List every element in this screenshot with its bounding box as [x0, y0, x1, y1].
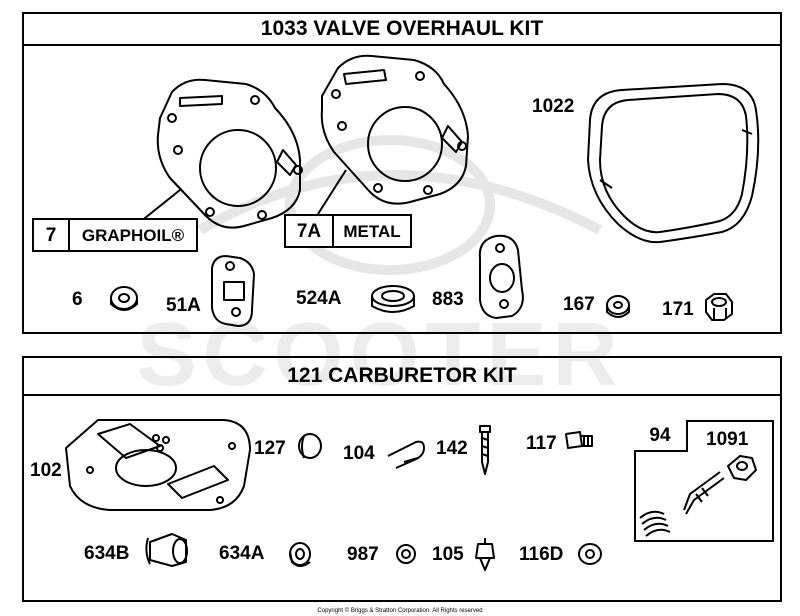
- mixture-screw-1091-drawing: [639, 455, 757, 537]
- valve-cover-gasket-drawing: [587, 83, 760, 244]
- washer-987-drawing: [396, 544, 416, 564]
- part-label-117: 117: [526, 433, 557, 454]
- head-gasket-graphoil-drawing: [156, 78, 303, 229]
- part-label-105: 105: [432, 544, 464, 565]
- option-graphoil-number: 7: [34, 220, 70, 250]
- gasket-102-drawing: [65, 419, 251, 511]
- part-label-1022: 1022: [532, 96, 575, 117]
- option-metal-box: 7A METAL: [284, 214, 412, 248]
- seal-524a-drawing: [371, 285, 415, 313]
- plug-127-drawing: [298, 433, 322, 459]
- part-label-524a: 524A: [296, 288, 342, 309]
- part-label-116d: 116D: [519, 544, 564, 565]
- part-label-104: 104: [343, 443, 375, 464]
- copyright-notice: Copyright © Briggs & Stratton Corporatio…: [317, 608, 483, 614]
- part-167-drawing: [606, 295, 630, 318]
- clip-104-drawing: [387, 440, 425, 469]
- svg-text:SCOOTER: SCOOTER: [136, 305, 623, 405]
- carb-kit-title: 121 CARBURETOR KIT: [24, 358, 780, 396]
- part-label-142: 142: [436, 438, 468, 459]
- part-label-634b: 634B: [84, 543, 130, 564]
- tube-634b-drawing: [145, 533, 188, 567]
- option-graphoil-text: GRAPHOIL®: [81, 225, 185, 245]
- part-label-6: 6: [72, 289, 83, 310]
- option-graphoil-box: 7 GRAPHOIL®: [32, 218, 198, 252]
- part-label-171: 171: [662, 299, 694, 320]
- valve-kit-title: 1033 VALVE OVERHAUL KIT: [24, 14, 780, 46]
- part-label-883: 883: [432, 289, 464, 310]
- option-metal-number: 7A: [286, 216, 334, 246]
- gasket-883-drawing: [478, 234, 524, 319]
- nut-171-drawing: [705, 293, 733, 321]
- needle-142-drawing: [479, 425, 491, 475]
- part-label-634a: 634A: [219, 543, 265, 564]
- seal-6-drawing: [110, 286, 138, 311]
- part-label-127: 127: [254, 438, 286, 459]
- part-label-987: 987: [347, 544, 379, 565]
- part-label-1091: 1091: [706, 429, 749, 450]
- carb-sub-box: [634, 420, 774, 542]
- carb-sub-box-tag-number: 94: [649, 424, 671, 446]
- gasket-51a-drawing: [211, 255, 255, 327]
- valve-105-drawing: [475, 538, 495, 571]
- screw-117-drawing: [565, 431, 593, 449]
- washer-116d-drawing: [578, 543, 602, 565]
- head-gasket-metal-drawing: [320, 54, 469, 205]
- carb-kit-frame: 121 CARBURETOR KIT: [22, 356, 782, 602]
- part-label-167: 167: [563, 294, 595, 315]
- seal-634a-drawing: [289, 542, 311, 567]
- option-metal-text: METAL: [343, 221, 401, 241]
- part-label-102: 102: [30, 460, 62, 481]
- carb-sub-box-tag: 94: [634, 420, 688, 452]
- valve-kit-frame: 1033 VALVE OVERHAUL KIT: [22, 12, 782, 334]
- part-label-51a: 51A: [166, 295, 201, 316]
